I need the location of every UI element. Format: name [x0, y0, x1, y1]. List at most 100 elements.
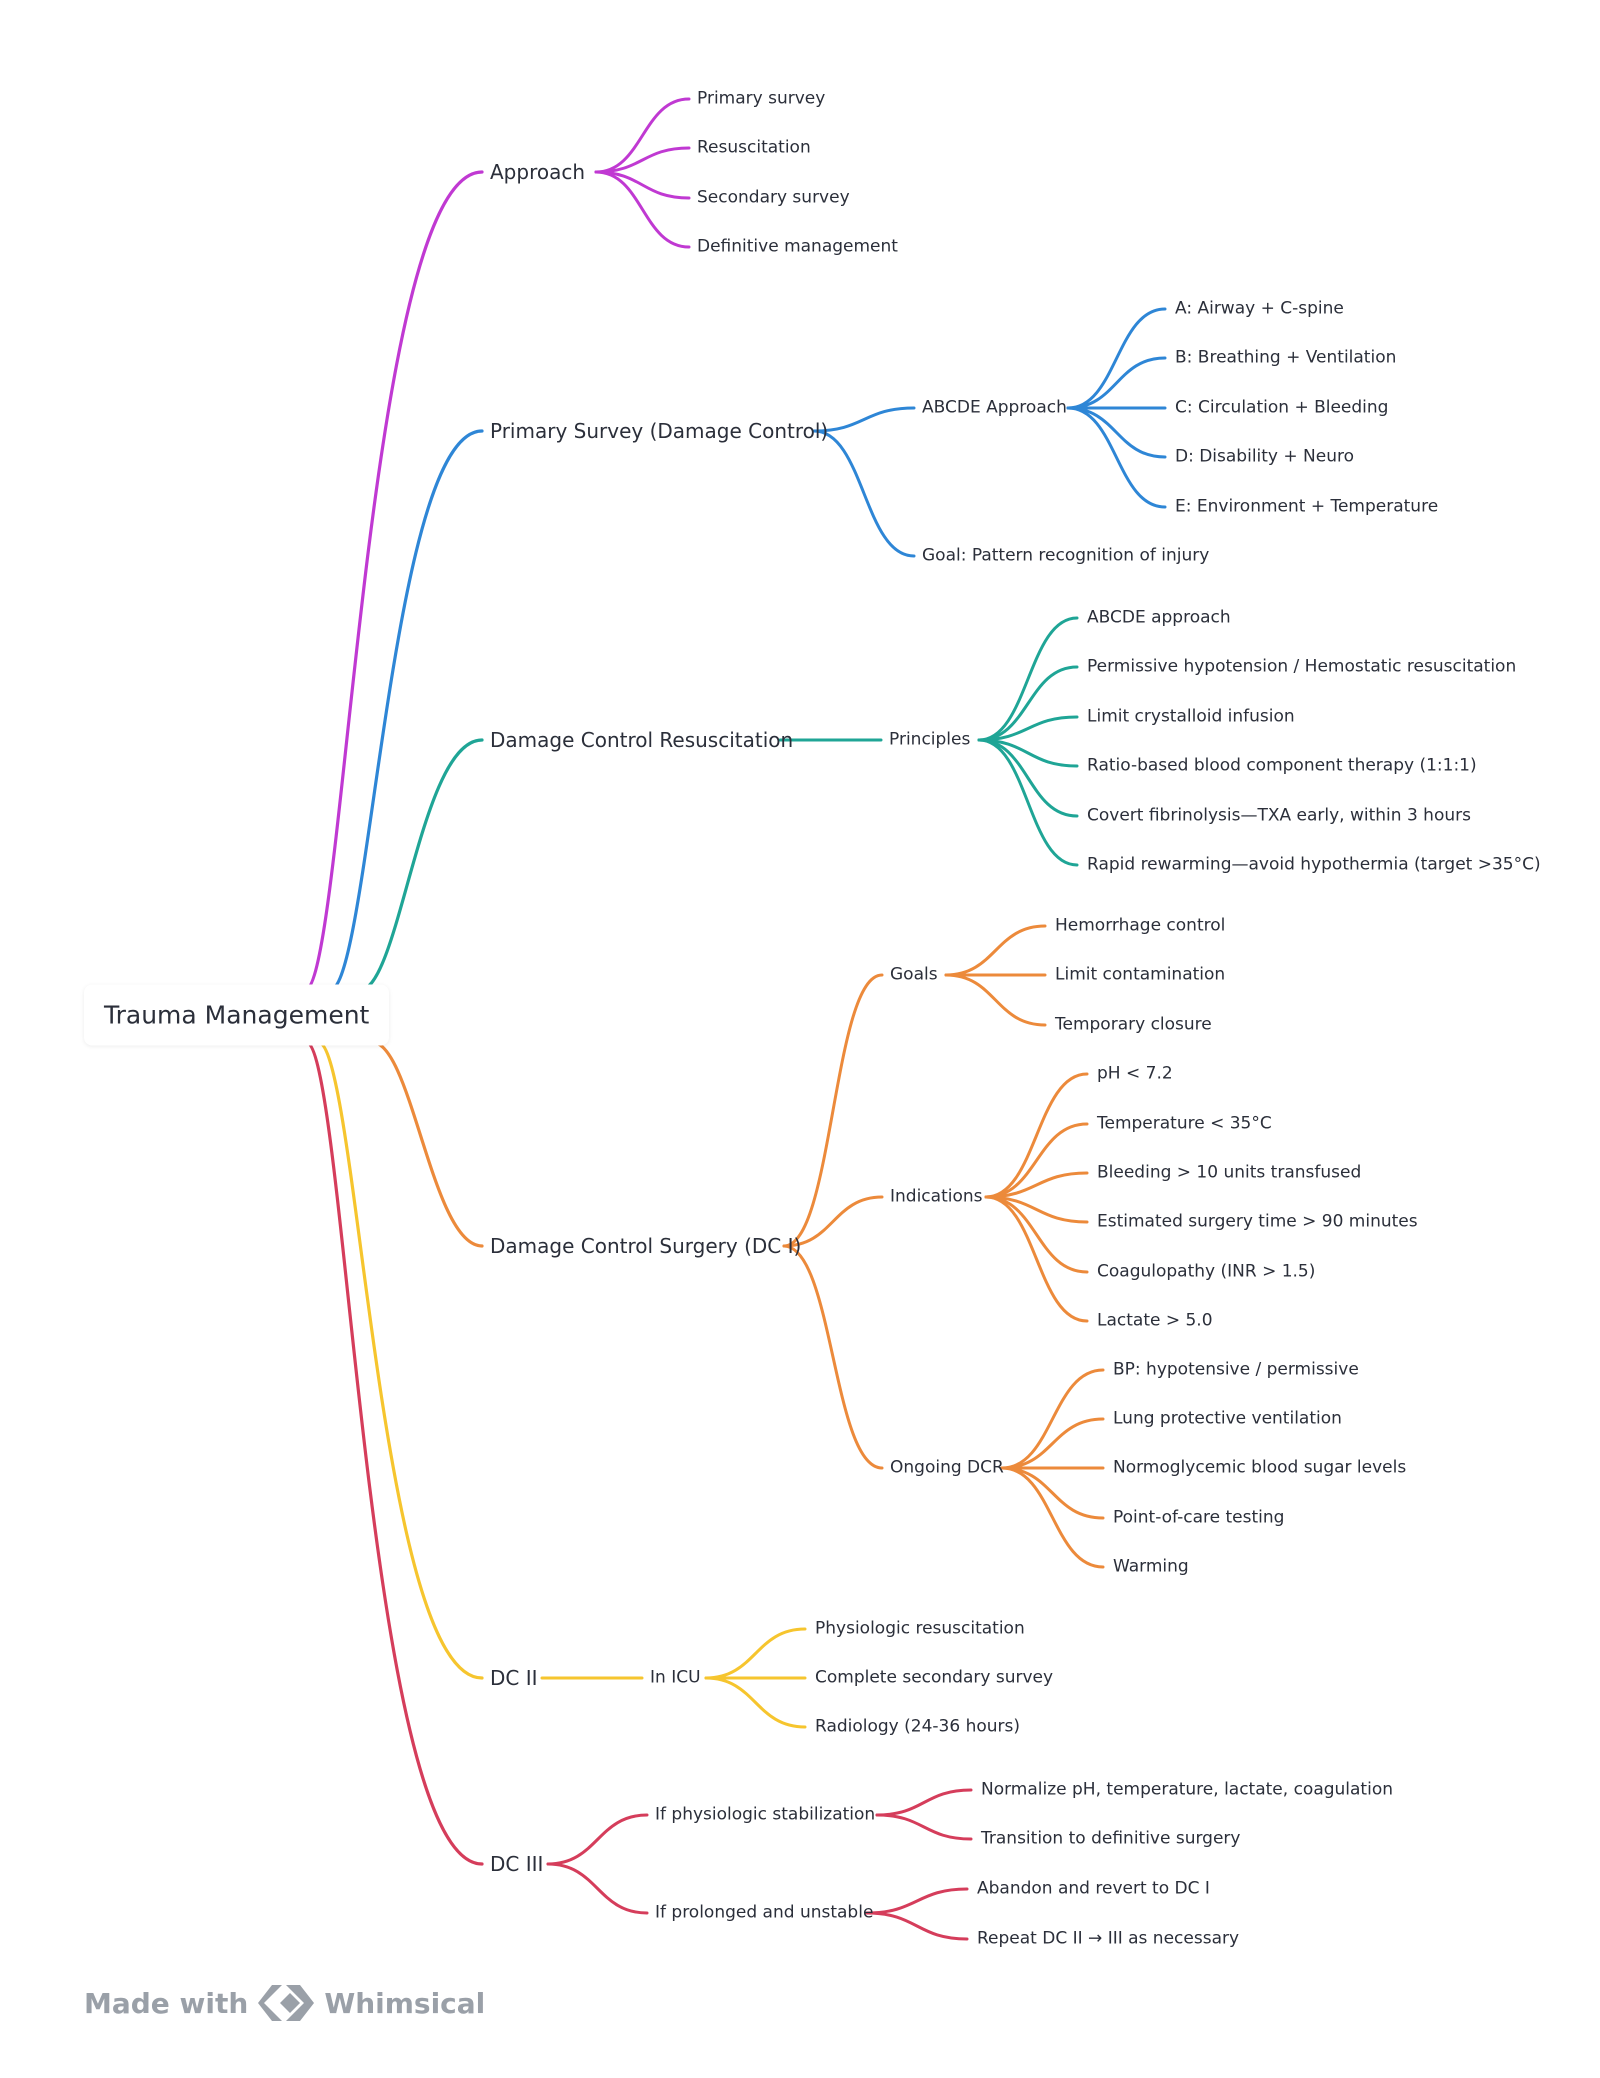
connector-bp-hypotensive-permissive	[1000, 1368, 1105, 1470]
connector-hemorrhage-control	[944, 924, 1047, 977]
connector-primary-survey	[594, 97, 691, 174]
leaf-warming[interactable]: Warming	[1113, 1556, 1189, 1577]
connector-root-dc-iii	[304, 1040, 484, 1866]
connector-a-airway-c-spine	[1066, 307, 1167, 410]
leaf-limit-contamination[interactable]: Limit contamination	[1055, 964, 1226, 985]
whimsical-logo-icon	[258, 1985, 315, 2021]
node-abcde-approach[interactable]: ABCDE Approach	[922, 397, 1067, 418]
leaf-covert-fibrinolysis-txa-early-within-3-h[interactable]: Covert fibrinolysis—TXA early, within 3 …	[1087, 805, 1471, 826]
connector-b-breathing-ventilation	[1066, 356, 1167, 410]
connector-d-disability-neuro	[1066, 406, 1167, 459]
connector-ph-7-2	[984, 1072, 1089, 1199]
connector-bleeding-10-units-transfused	[984, 1171, 1089, 1199]
leaf-c-circulation-bleeding[interactable]: C: Circulation + Bleeding	[1175, 397, 1389, 418]
leaf-lung-protective-ventilation[interactable]: Lung protective ventilation	[1113, 1408, 1342, 1429]
node-indications[interactable]: Indications	[890, 1186, 983, 1207]
whimsical-brand-text: Whimsical	[324, 1986, 486, 2020]
leaf-a-airway-c-spine[interactable]: A: Airway + C-spine	[1175, 298, 1344, 319]
connector-rapid-rewarming-avoid-hypothermia-target	[977, 738, 1079, 867]
node-secondary-survey[interactable]: Secondary survey	[697, 187, 850, 208]
leaf-ph-7-2[interactable]: pH < 7.2	[1097, 1063, 1173, 1084]
connector-abcde-approach	[977, 616, 1079, 742]
leaf-temperature-35-c[interactable]: Temperature < 35°C	[1097, 1113, 1272, 1134]
connector-repeat-dc-ii-iii-as-necessary	[865, 1911, 969, 1941]
connector-warming	[1000, 1466, 1105, 1569]
connector-if-prolonged-and-unstable	[546, 1862, 649, 1915]
connector-lung-protective-ventilation	[1000, 1417, 1105, 1470]
leaf-hemorrhage-control[interactable]: Hemorrhage control	[1055, 915, 1226, 936]
leaf-physiologic-resuscitation[interactable]: Physiologic resuscitation	[815, 1618, 1025, 1639]
node-if-physiologic-stabilization[interactable]: If physiologic stabilization	[655, 1804, 876, 1825]
connector-radiology-24-36-hours	[704, 1676, 807, 1729]
node-goals[interactable]: Goals	[890, 964, 938, 985]
leaf-b-breathing-ventilation[interactable]: B: Breathing + Ventilation	[1175, 347, 1397, 368]
connector-root-damage-control-resuscitation	[358, 738, 484, 992]
leaf-ratio-based-blood-component-therapy-1-1-[interactable]: Ratio-based blood component therapy (1:1…	[1087, 755, 1477, 776]
leaf-coagulopathy-inr-1-5[interactable]: Coagulopathy (INR > 1.5)	[1097, 1261, 1316, 1282]
branch-dc-ii[interactable]: DC II	[490, 1666, 538, 1690]
connector-physiologic-resuscitation	[704, 1627, 807, 1680]
connector-root-damage-control-surgery-dc-i	[370, 1040, 484, 1248]
node-if-prolonged-and-unstable[interactable]: If prolonged and unstable	[655, 1902, 874, 1923]
connector-ongoing-dcr	[782, 1244, 884, 1470]
connector-point-of-care-testing	[1000, 1466, 1105, 1520]
connector-goals	[782, 973, 884, 1248]
connector-temporary-closure	[944, 973, 1047, 1027]
node-resuscitation[interactable]: Resuscitation	[697, 137, 811, 158]
leaf-repeat-dc-ii-iii-as-necessary[interactable]: Repeat DC II → III as necessary	[977, 1928, 1240, 1949]
connector-root-primary-survey-damage-control	[328, 429, 484, 992]
connector-permissive-hypotension-hemostatic-resusc	[977, 665, 1079, 742]
connector-ratio-based-blood-component-therapy-1-1-	[977, 738, 1079, 768]
leaf-temporary-closure[interactable]: Temporary closure	[1055, 1014, 1212, 1035]
connector-e-environment-temperature	[1066, 406, 1167, 509]
leaf-normalize-ph-temperature-lactate-coagula[interactable]: Normalize pH, temperature, lactate, coag…	[981, 1779, 1394, 1800]
connector-goal-pattern-recognition-of-injury	[812, 429, 916, 558]
connector-lactate-5-0	[984, 1195, 1089, 1323]
leaf-bp-hypotensive-permissive[interactable]: BP: hypotensive / permissive	[1113, 1359, 1359, 1380]
leaf-complete-secondary-survey[interactable]: Complete secondary survey	[815, 1667, 1054, 1688]
connector-transition-to-definitive-surgery	[875, 1813, 973, 1841]
connector-limit-crystalloid-infusion	[977, 715, 1079, 742]
leaf-transition-to-definitive-surgery[interactable]: Transition to definitive surgery	[981, 1828, 1241, 1849]
branch-dc-iii[interactable]: DC III	[490, 1852, 544, 1876]
node-definitive-management[interactable]: Definitive management	[697, 236, 898, 257]
connector-abandon-and-revert-to-dc-i	[865, 1887, 969, 1915]
connector-if-physiologic-stabilization	[546, 1813, 649, 1866]
leaf-radiology-24-36-hours[interactable]: Radiology (24-36 hours)	[815, 1716, 1021, 1737]
branch-approach[interactable]: Approach	[490, 160, 586, 184]
node-principles[interactable]: Principles	[889, 729, 971, 750]
node-in-icu[interactable]: In ICU	[650, 1667, 701, 1688]
connector-estimated-surgery-time-90-minutes	[984, 1195, 1089, 1224]
leaf-normoglycemic-blood-sugar-levels[interactable]: Normoglycemic blood sugar levels	[1113, 1457, 1407, 1478]
leaf-d-disability-neuro[interactable]: D: Disability + Neuro	[1175, 446, 1355, 467]
connector-root-approach	[303, 170, 484, 992]
branch-primary-survey-damage-control[interactable]: Primary Survey (Damage Control)	[490, 419, 829, 443]
branch-damage-control-resuscitation[interactable]: Damage Control Resuscitation	[490, 728, 794, 752]
leaf-abandon-and-revert-to-dc-i[interactable]: Abandon and revert to DC I	[977, 1878, 1210, 1899]
leaf-e-environment-temperature[interactable]: E: Environment + Temperature	[1175, 496, 1439, 517]
connector-definitive-management	[594, 170, 691, 249]
root-node-trauma-management[interactable]: Trauma Management	[84, 984, 390, 1046]
leaf-estimated-surgery-time-90-minutes[interactable]: Estimated surgery time > 90 minutes	[1097, 1211, 1418, 1232]
leaf-rapid-rewarming-avoid-hypothermia-target[interactable]: Rapid rewarming—avoid hypothermia (targe…	[1087, 854, 1541, 875]
leaf-lactate-5-0[interactable]: Lactate > 5.0	[1097, 1310, 1213, 1331]
leaf-abcde-approach[interactable]: ABCDE approach	[1087, 607, 1231, 628]
made-with-whimsical-badge[interactable]: Made with Whimsical	[84, 1981, 485, 2025]
leaf-permissive-hypotension-hemostatic-resusc[interactable]: Permissive hypotension / Hemostatic resu…	[1087, 656, 1517, 677]
connector-abcde-approach	[812, 406, 916, 433]
leaf-limit-crystalloid-infusion[interactable]: Limit crystalloid infusion	[1087, 706, 1295, 727]
node-ongoing-dcr[interactable]: Ongoing DCR	[890, 1457, 1004, 1478]
node-goal-pattern-recognition-of-injury[interactable]: Goal: Pattern recognition of injury	[922, 545, 1210, 566]
connector-root-dc-ii	[316, 1040, 484, 1680]
leaf-bleeding-10-units-transfused[interactable]: Bleeding > 10 units transfused	[1097, 1162, 1362, 1183]
connector-resuscitation	[594, 146, 691, 174]
connector-normalize-ph-temperature-lactate-coagula	[875, 1788, 973, 1817]
branch-damage-control-surgery-dc-i[interactable]: Damage Control Surgery (DC I)	[490, 1234, 802, 1258]
connector-temperature-35-c	[984, 1122, 1089, 1199]
node-primary-survey[interactable]: Primary survey	[697, 88, 826, 109]
connector-indications	[782, 1195, 884, 1248]
leaf-point-of-care-testing[interactable]: Point-of-care testing	[1113, 1507, 1285, 1528]
made-with-text: Made with	[84, 1986, 249, 2020]
